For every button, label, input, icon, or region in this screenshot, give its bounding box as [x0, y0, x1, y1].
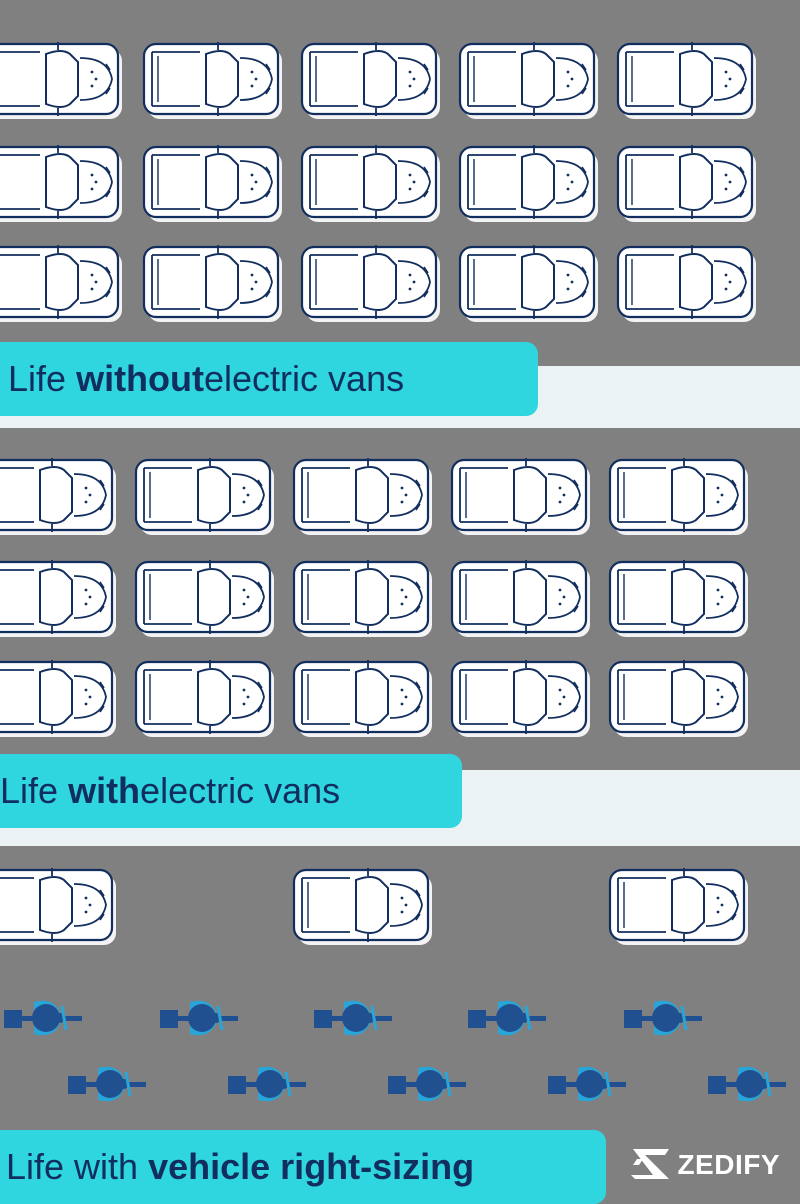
cargo-bike-row2-1: [228, 1066, 306, 1102]
cargo-bike-row2-3: [548, 1066, 626, 1102]
van-with-2-0: [0, 660, 116, 737]
van-without-2-2: [300, 245, 440, 322]
van-without-1-0: [0, 145, 122, 222]
van-without-1-3: [458, 145, 598, 222]
van-without-0-2: [300, 42, 440, 119]
van-with-1-1: [134, 560, 274, 637]
van-with-2-1: [134, 660, 274, 737]
cargo-bike-row1-1: [160, 1000, 238, 1036]
van-with-0-4: [608, 458, 748, 535]
cargo-bike-row1-4: [624, 1000, 702, 1036]
cargo-bike-row2-0: [68, 1066, 146, 1102]
van-without-1-2: [300, 145, 440, 222]
van-with-0-2: [292, 458, 432, 535]
van-rightsizing-1: [292, 868, 432, 945]
zedify-logo: ZEDIFY: [629, 1140, 780, 1190]
label-without-bold: without: [76, 358, 205, 399]
label-without-suffix: electric vans: [204, 358, 405, 399]
label-with-prefix: Life: [0, 770, 59, 811]
zedify-logo-icon: [631, 1149, 670, 1179]
van-without-2-3: [458, 245, 598, 322]
van-without-2-4: [616, 245, 756, 322]
label-with-suffix: electric vans: [140, 770, 341, 811]
van-without-2-0: [0, 245, 122, 322]
brand-name: ZEDIFY: [677, 1149, 780, 1180]
van-rightsizing-2: [608, 868, 748, 945]
cargo-bike-row2-2: [388, 1066, 466, 1102]
van-without-1-4: [616, 145, 756, 222]
label-without-electric-vans: Life without electric vans: [0, 342, 538, 416]
van-without-0-3: [458, 42, 598, 119]
cargo-bike-row1-0: [4, 1000, 82, 1036]
label-rightsizing-prefix: Life with: [6, 1146, 139, 1187]
cargo-bike-row1-3: [468, 1000, 546, 1036]
van-with-0-3: [450, 458, 590, 535]
label-rightsizing-bold: vehicle right-sizing: [148, 1146, 475, 1187]
label-with-bold: with: [68, 770, 141, 811]
van-without-2-1: [142, 245, 282, 322]
van-with-2-2: [292, 660, 432, 737]
label-vehicle-right-sizing: Life with vehicle right-sizing: [0, 1130, 606, 1204]
van-with-1-3: [450, 560, 590, 637]
van-without-0-0: [0, 42, 122, 119]
label-without-prefix: Life: [8, 358, 67, 399]
van-with-2-4: [608, 660, 748, 737]
label-with-electric-vans: Life with electric vans: [0, 754, 462, 828]
van-rightsizing-0: [0, 868, 116, 945]
cargo-bike-row2-4: [708, 1066, 786, 1102]
van-without-0-1: [142, 42, 282, 119]
van-without-1-1: [142, 145, 282, 222]
cargo-bike-row1-2: [314, 1000, 392, 1036]
van-with-2-3: [450, 660, 590, 737]
van-with-1-2: [292, 560, 432, 637]
van-with-0-1: [134, 458, 274, 535]
van-without-0-4: [616, 42, 756, 119]
van-with-1-0: [0, 560, 116, 637]
van-with-1-4: [608, 560, 748, 637]
van-with-0-0: [0, 458, 116, 535]
